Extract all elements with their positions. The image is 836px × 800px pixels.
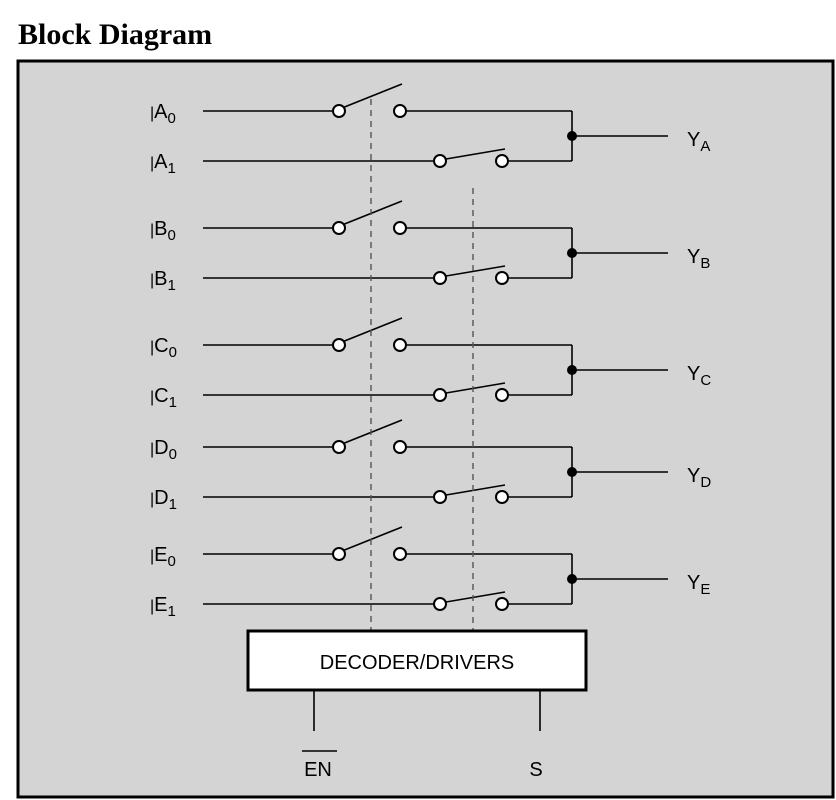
channel-a: |A0 |A1 YA [150, 83, 710, 177]
switch-pin-b0-left [332, 221, 346, 235]
input-label-d1: |D1 [150, 487, 177, 513]
switch-pin-a0-right [393, 104, 407, 118]
input-label-a1: |A1 [150, 151, 176, 177]
decoder-drivers-box [246, 629, 588, 692]
switch-pin-b1-right [495, 271, 509, 285]
switch-pin-b0-right [393, 221, 407, 235]
switch-pin-a1-left [433, 154, 447, 168]
diagram-title: Block Diagram [18, 18, 212, 51]
output-label-ya: YA [687, 129, 710, 155]
switch-arm-a0 [341, 83, 403, 109]
output-label-yd: YD [687, 465, 711, 491]
switch-arm-d1 [445, 484, 506, 496]
enable-label: EN [304, 759, 332, 781]
channel-d: |D0 |D1 YD [150, 419, 711, 513]
switch-pin-e1-left [433, 597, 447, 611]
switch-arm-a1 [445, 148, 506, 160]
input-label-b1: |B1 [150, 268, 176, 294]
output-label-ye: YE [687, 572, 710, 598]
switch-pin-d0-right [393, 440, 407, 454]
channel-c: |C0 |C1 YC [150, 317, 711, 411]
switch-arm-c1 [445, 382, 506, 394]
switch-arm-e1 [445, 591, 506, 603]
input-label-a0: |A0 [150, 101, 176, 127]
channel-group: |A0 |A1 YA |B0 |B1 YB |C0 |C1 YC |D0 |D1 YD |E0 |E1 YE [150, 83, 711, 620]
output-label-yb: YB [687, 246, 710, 272]
switch-pin-c1-right [495, 388, 509, 402]
switch-arm-b0 [341, 200, 403, 226]
switch-pin-a1-right [495, 154, 509, 168]
switch-pin-a0-left [332, 104, 346, 118]
input-label-e0: |E0 [150, 544, 176, 570]
input-label-c1: |C1 [150, 385, 177, 411]
select-label: S [529, 759, 542, 781]
input-label-e1: |E1 [150, 594, 176, 620]
switch-arm-e0 [341, 526, 403, 552]
switch-pin-e1-right [495, 597, 509, 611]
switch-pin-d1-right [495, 490, 509, 504]
switch-pin-c1-left [433, 388, 447, 402]
switch-pin-e0-right [393, 547, 407, 561]
switch-arm-b1 [445, 265, 506, 277]
switch-pin-c0-left [332, 338, 346, 352]
switch-pin-c0-right [393, 338, 407, 352]
switch-arm-d0 [341, 419, 403, 445]
decoder-drivers-label: DECODER/DRIVERS [320, 652, 514, 674]
input-label-c0: |C0 [150, 335, 177, 361]
switch-pin-b1-left [433, 271, 447, 285]
switch-pin-e0-left [332, 547, 346, 561]
switch-pin-d0-left [332, 440, 346, 454]
output-label-yc: YC [687, 363, 711, 389]
channel-e: |E0 |E1 YE [150, 526, 710, 620]
channel-b: |B0 |B1 YB [150, 200, 710, 294]
switch-pin-d1-left [433, 490, 447, 504]
input-label-d0: |D0 [150, 437, 177, 463]
input-label-b0: |B0 [150, 218, 176, 244]
switch-arm-c0 [341, 317, 403, 343]
